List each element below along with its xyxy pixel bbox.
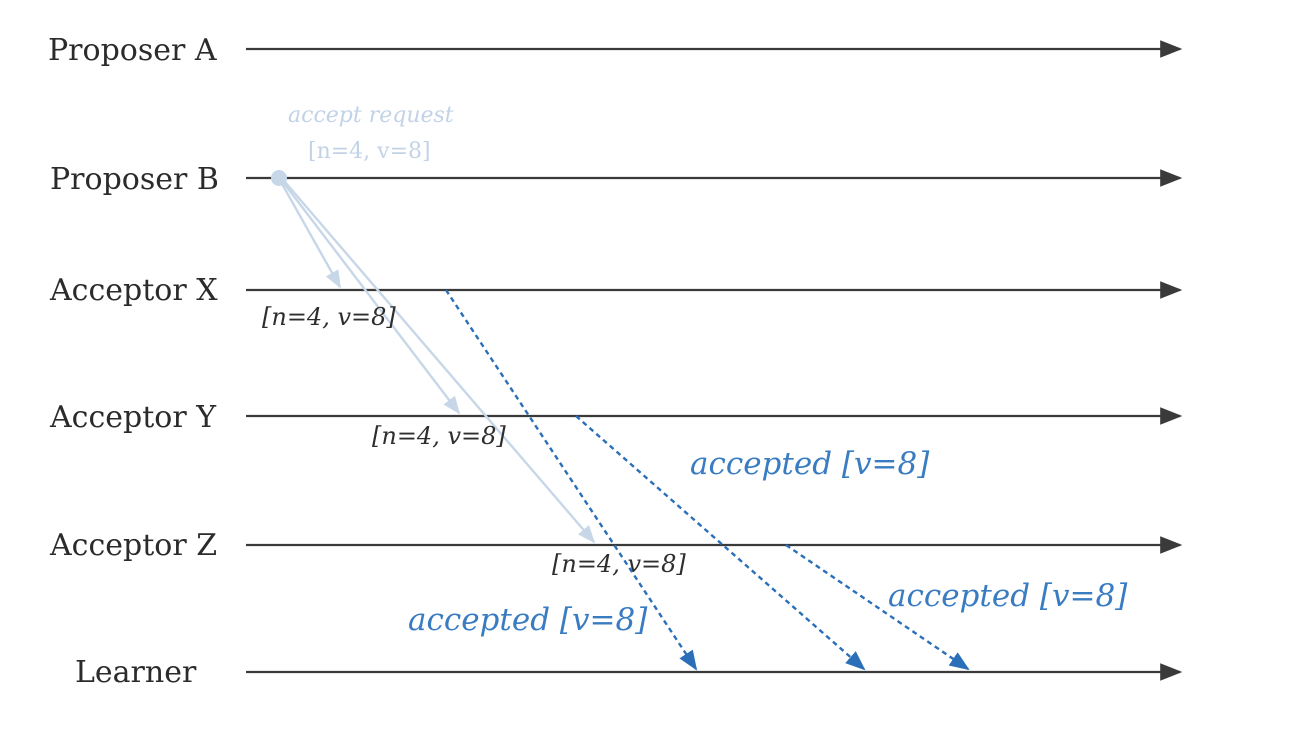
accepted-label-from-z: accepted [v=8] [888, 578, 1128, 614]
lane-label-acceptor-y: Acceptor Y [49, 400, 217, 435]
accept-request-payload: [n=4, v=8] [308, 139, 431, 164]
accepted-arrow-from-z [785, 544, 970, 671]
lane-label-proposer-a: Proposer A [48, 33, 217, 68]
accept-request-title: accept request [288, 103, 454, 128]
lane-label-acceptor-x: Acceptor X [49, 273, 218, 308]
lane-label-learner: Learner [75, 655, 197, 690]
accept-request-arrow-z [284, 181, 596, 544]
accepted-arrow-from-y [575, 415, 866, 671]
acceptor-y-received-label: [n=4, v=8] [372, 422, 506, 450]
accept-request-arrow-y [282, 181, 461, 415]
lane-label-acceptor-z: Acceptor Z [49, 528, 217, 563]
lane-label-proposer-b: Proposer B [50, 162, 219, 197]
accepted-arrow-from-x [444, 289, 698, 671]
acceptor-x-received-label: [n=4, v=8] [262, 303, 396, 331]
accepted-label-from-x: accepted [v=8] [408, 602, 648, 638]
accept-request-arrow-x [279, 181, 342, 289]
accepted-label-from-y: accepted [v=8] [690, 446, 930, 482]
